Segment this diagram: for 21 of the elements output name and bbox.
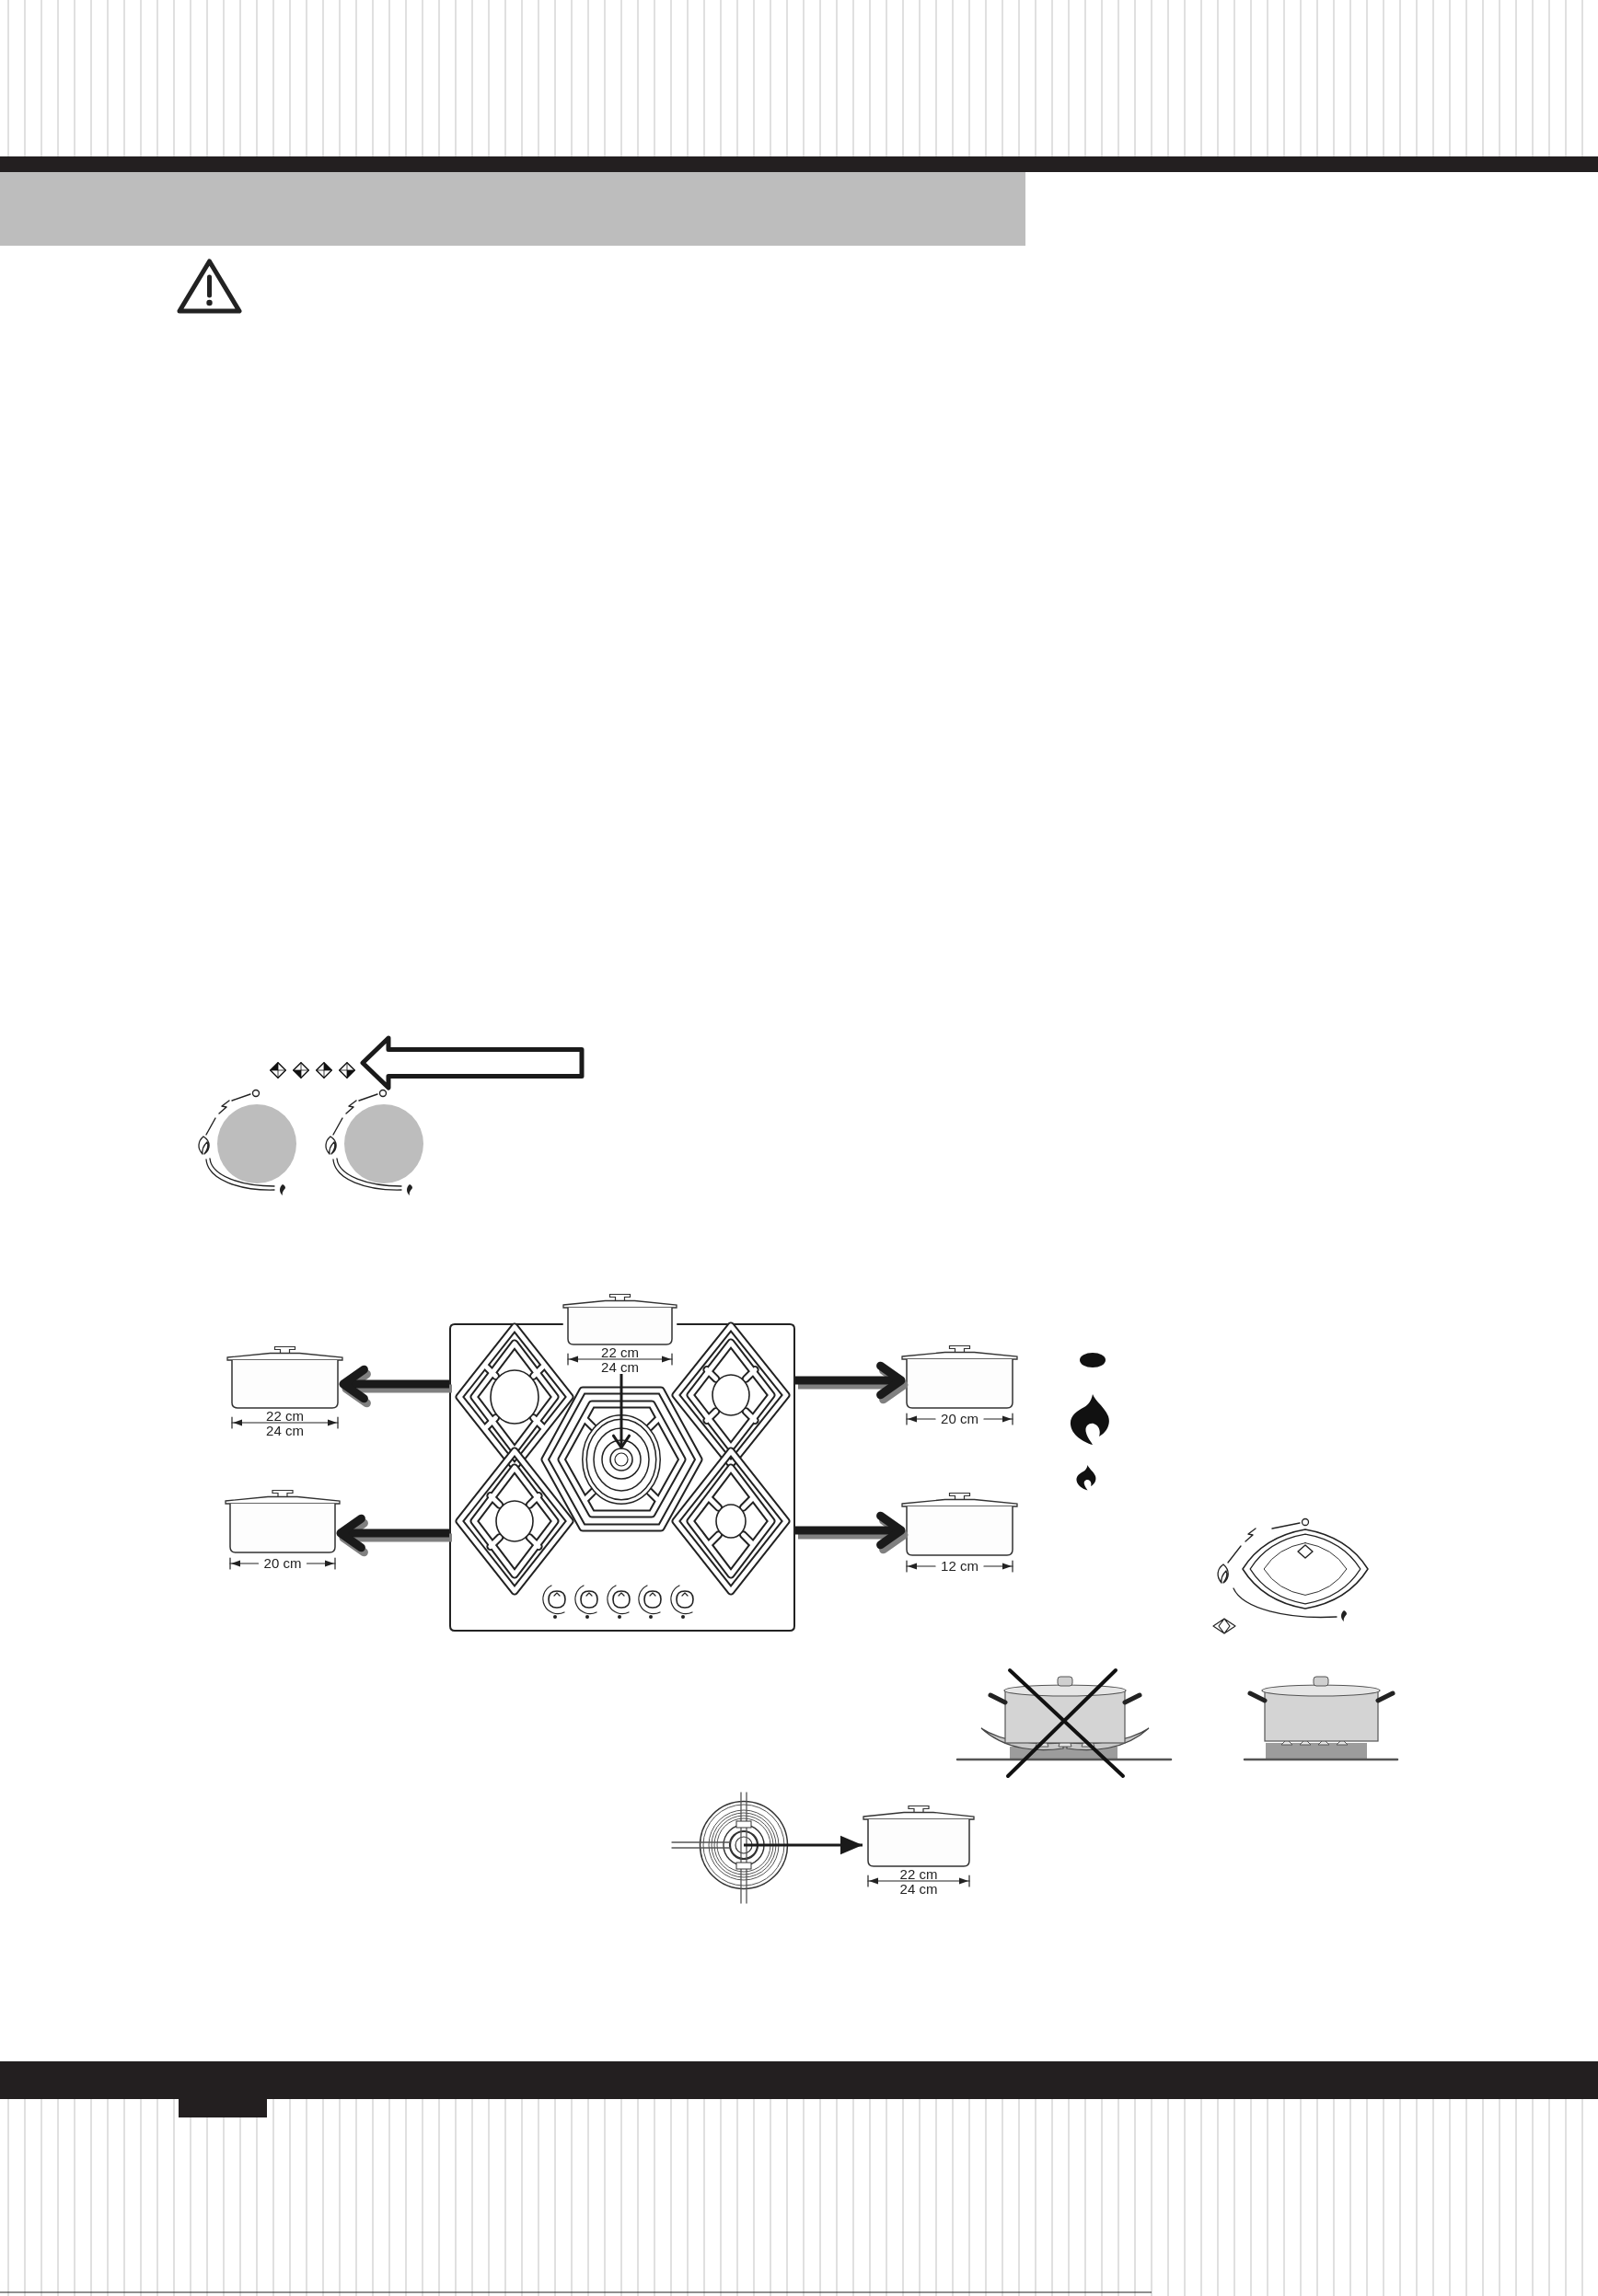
- arrow: [788, 1835, 863, 1855]
- dimension-label: 24 cm: [899, 1883, 938, 1896]
- dimension-label: 22 cm: [601, 1346, 639, 1359]
- hob-drawing: [449, 1323, 795, 1632]
- dimension-label: 22 cm: [266, 1410, 304, 1423]
- arrow: [795, 1511, 906, 1550]
- dimension-label: 12 cm: [941, 1560, 978, 1573]
- arrow: [795, 1361, 906, 1400]
- hollow-arrow: [360, 1035, 585, 1090]
- gas-burner: [609, 1448, 633, 1471]
- dimension-label: 22 cm: [899, 1868, 938, 1881]
- burner-symbols-icon: [270, 1062, 355, 1079]
- dimension-label: 24 cm: [266, 1425, 304, 1437]
- dimension-label: 24 cm: [601, 1361, 639, 1374]
- arrow: [339, 1365, 449, 1403]
- arrow: [336, 1514, 449, 1552]
- arrow: [611, 1374, 631, 1449]
- burner-drawing: [672, 1793, 788, 1903]
- title-bar: [0, 172, 1025, 246]
- dimension-label: 20 cm: [941, 1413, 978, 1425]
- dimension-label: 20 cm: [263, 1557, 302, 1570]
